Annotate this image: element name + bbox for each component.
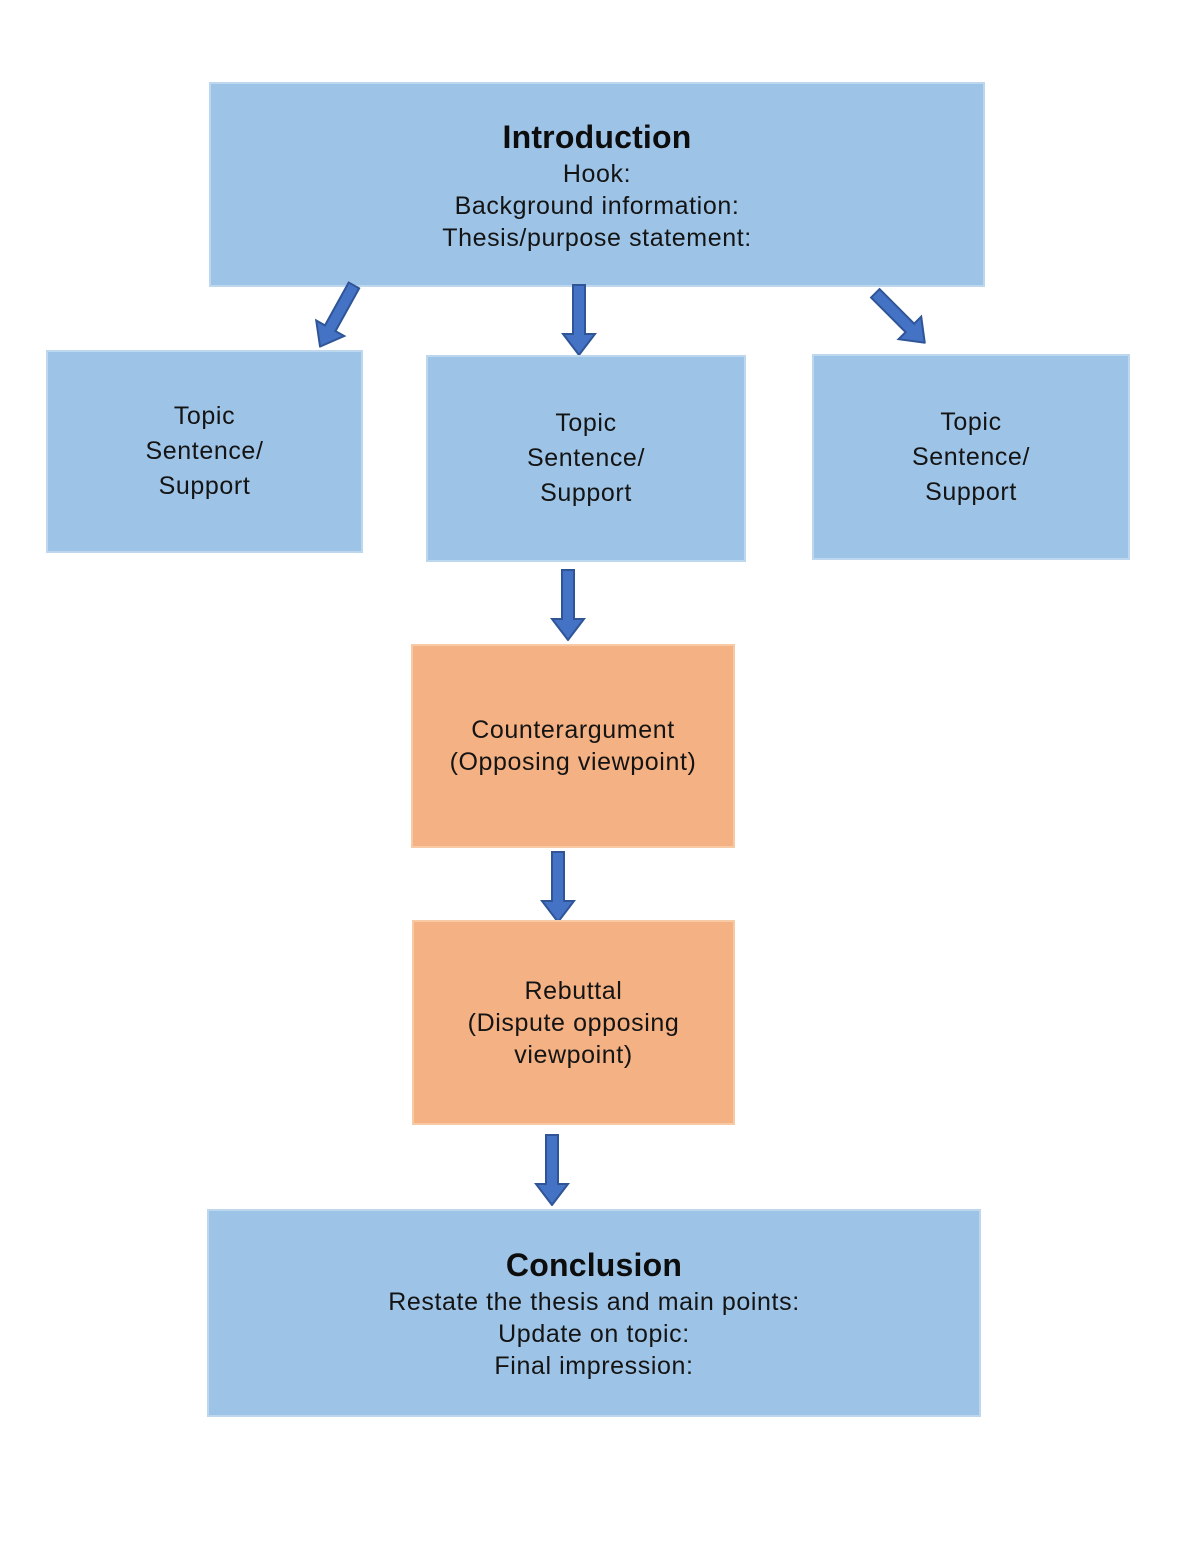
block-arrow-down-icon (550, 569, 586, 641)
topic1-line-2: Sentence/ (145, 437, 264, 465)
block-arrow-down-icon (561, 284, 597, 356)
topic-sentence-box-1: Topic Sentence/ Support (46, 350, 363, 553)
topic3-line-2: Sentence/ (912, 442, 1030, 471)
topic-sentence-box-3: Topic Sentence/ Support (812, 354, 1130, 560)
rebuttal-line-2: (Dispute opposing (467, 1008, 680, 1037)
counterargument-line-2: (Opposing viewpoint) (449, 748, 697, 776)
connector-arrow-topic2-counterargument (550, 569, 586, 641)
block-arrow-down-icon (314, 281, 361, 349)
counterargument-box: Counterargument (Opposing viewpoint) (411, 644, 735, 848)
connector-arrow-counterargument-rebuttal (540, 851, 576, 923)
conclusion-line-update: Update on topic: (498, 1320, 690, 1348)
connector-arrow-intro-topic1 (304, 276, 370, 356)
topic1-line-3: Support (158, 472, 251, 500)
topic2-line-3: Support (540, 479, 632, 507)
connector-arrow-intro-topic3 (862, 280, 938, 356)
introduction-box: Introduction Hook: Background informatio… (209, 82, 985, 287)
block-arrow-down-icon (534, 1134, 570, 1206)
block-arrow-down-icon (540, 851, 576, 923)
conclusion-line-restate: Restate the thesis and main points: (388, 1288, 800, 1316)
conclusion-title: Conclusion (505, 1247, 683, 1283)
rebuttal-box: Rebuttal (Dispute opposing viewpoint) (412, 920, 735, 1125)
rebuttal-line-3: viewpoint) (514, 1040, 633, 1069)
counterargument-line-1: Counterargument (471, 716, 675, 744)
rebuttal-line-1: Rebuttal (524, 976, 623, 1005)
topic3-line-1: Topic (940, 407, 1002, 436)
introduction-line-hook: Hook: (562, 159, 632, 188)
connector-arrow-intro-topic2 (561, 284, 597, 356)
topic1-line-1: Topic (173, 402, 236, 430)
block-arrow-down-icon (869, 287, 926, 344)
conclusion-line-final: Final impression: (494, 1352, 694, 1380)
topic3-line-3: Support (925, 477, 1017, 506)
conclusion-box: Conclusion Restate the thesis and main p… (207, 1209, 981, 1417)
introduction-title: Introduction (502, 118, 692, 155)
topic-sentence-box-2: Topic Sentence/ Support (426, 355, 746, 562)
topic2-line-1: Topic (555, 409, 617, 437)
introduction-line-thesis: Thesis/purpose statement: (442, 223, 752, 252)
introduction-line-background: Background information: (454, 191, 740, 220)
connector-arrow-rebuttal-conclusion (534, 1134, 570, 1206)
topic2-line-2: Sentence/ (527, 444, 645, 472)
